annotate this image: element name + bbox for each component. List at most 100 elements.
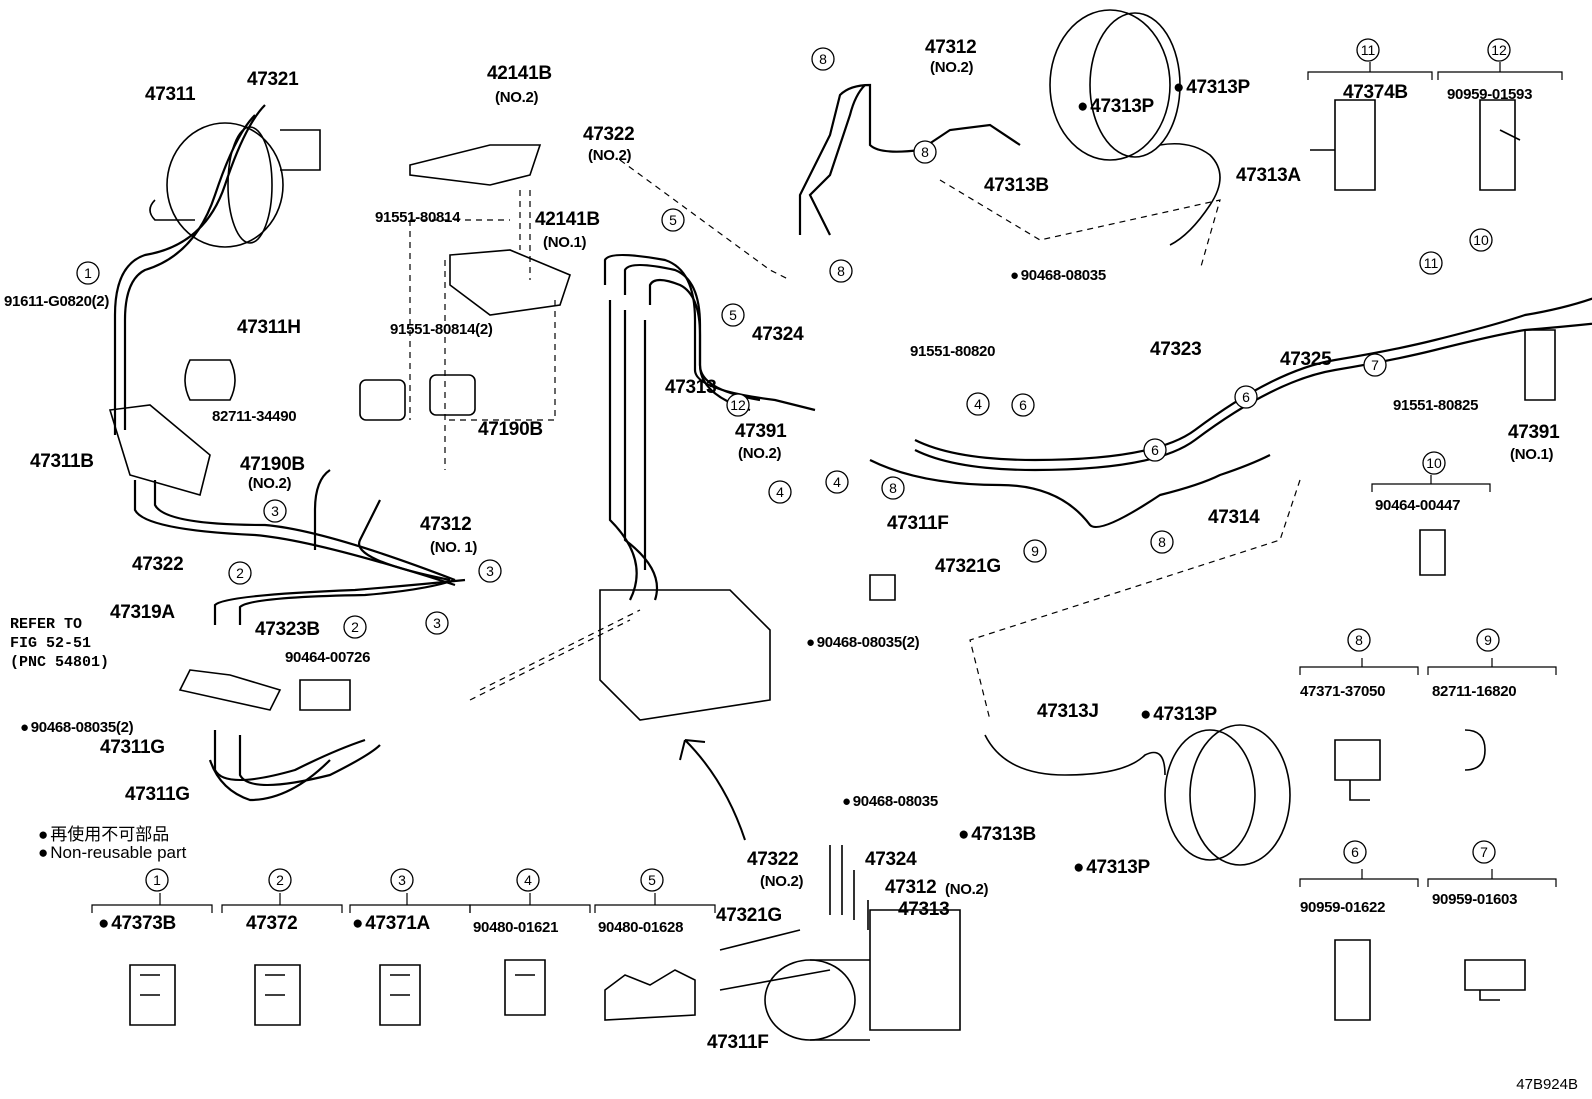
svg-text:8: 8 <box>837 263 845 279</box>
label-47322-bot: 47322 <box>747 849 799 870</box>
svg-text:2: 2 <box>276 872 284 888</box>
svg-text:2: 2 <box>351 619 359 635</box>
label-47322-left: 47322 <box>132 554 184 575</box>
callout-10: 10 <box>1469 228 1493 252</box>
svg-text:8: 8 <box>921 144 929 160</box>
label-47372: 47372 <box>246 913 298 934</box>
callout-8: 8 <box>881 476 905 500</box>
callout-8: 8 <box>811 47 835 71</box>
label-47190b-no2: 47190B <box>240 454 305 475</box>
callout-3: 3 <box>425 611 449 635</box>
label-47312-no1: 47312 <box>420 514 472 535</box>
callout-9: 9 <box>1476 628 1500 652</box>
rear-brake-drum-bottom <box>984 724 1291 866</box>
callout-6: 6 <box>1234 385 1258 409</box>
label-47313: 47313 <box>665 377 717 398</box>
label-82711-34490: 82711-34490 <box>212 408 297 425</box>
svg-text:8: 8 <box>1158 534 1166 550</box>
label-90959-01622: 90959-01622 <box>1300 899 1386 916</box>
label-90468-08035-top: 90468-08035 <box>1010 266 1106 286</box>
callout-3: 3 <box>390 868 414 892</box>
svg-text:8: 8 <box>889 480 897 496</box>
label-91611-g0820: 91611-G0820(2) <box>4 293 110 310</box>
label-47322-no2: 47322 <box>583 124 635 145</box>
label-90468-08035-bot: 90468-08035 <box>842 792 938 812</box>
svg-text:7: 7 <box>1480 844 1488 860</box>
label-90480-01621: 90480-01621 <box>473 919 559 936</box>
label-42141b-no2: 42141B <box>487 63 552 84</box>
label-47313j: 47313J <box>1037 701 1099 722</box>
reference-note: REFER TO FIG 52-51 (PNC 54801) <box>10 616 110 671</box>
label-47312-no1-sub: (NO. 1) <box>430 539 478 556</box>
svg-text:3: 3 <box>433 615 441 631</box>
label-47325: 47325 <box>1280 349 1332 370</box>
group-brackets <box>91 62 1563 913</box>
label-47313b-top: 47313B <box>984 175 1049 196</box>
label-90959-01593: 90959-01593 <box>1447 86 1533 103</box>
label-47311h: 47311H <box>237 317 301 338</box>
label-47313p-a: 47313P <box>1077 97 1154 117</box>
svg-text:4: 4 <box>776 484 784 500</box>
label-47312-no2-sub: (NO.2) <box>930 59 974 76</box>
label-42141b-no1-sub: (NO.1) <box>543 234 587 251</box>
svg-text:1: 1 <box>84 265 92 281</box>
svg-text:1: 1 <box>153 872 161 888</box>
label-47371-37050: 47371-37050 <box>1300 683 1386 700</box>
svg-text:2: 2 <box>236 565 244 581</box>
label-47391-no1-sub: (NO.1) <box>1510 446 1554 463</box>
left-brake-lines <box>113 104 466 625</box>
callout-5: 5 <box>721 303 745 327</box>
rear-brake-drum-top <box>1049 9 1221 246</box>
svg-text:10: 10 <box>1473 232 1489 248</box>
svg-text:7: 7 <box>1371 357 1379 373</box>
svg-text:6: 6 <box>1242 389 1250 405</box>
label-47374b: 47374B <box>1343 82 1408 103</box>
label-47313-bot: 47313 <box>898 899 950 920</box>
callout-8: 8 <box>829 259 853 283</box>
svg-text:5: 5 <box>729 307 737 323</box>
svg-text:11: 11 <box>1424 255 1439 271</box>
svg-text:6: 6 <box>1019 397 1027 413</box>
svg-text:8: 8 <box>819 51 827 67</box>
callout-12: 12 <box>726 393 750 417</box>
svg-text:6: 6 <box>1151 442 1159 458</box>
bracket-refer <box>178 669 282 711</box>
label-47311: 47311 <box>145 84 196 105</box>
label-47311f-bot: 47311F <box>707 1032 769 1053</box>
callout-8: 8 <box>1347 628 1371 652</box>
label-47311g-a: 47311G <box>100 737 165 758</box>
callout-8: 8 <box>913 140 937 164</box>
label-90468-08035-2-left: 90468-08035(2) <box>20 718 134 738</box>
label-90959-01603: 90959-01603 <box>1432 891 1518 908</box>
callout-11: 11 <box>1356 38 1380 62</box>
label-90464-00726: 90464-00726 <box>285 649 371 666</box>
callout-9: 9 <box>1023 539 1047 563</box>
label-47311f-mid: 47311F <box>887 513 949 534</box>
callout-11: 11 <box>1419 251 1443 275</box>
label-47322-bot-sub: (NO.2) <box>760 873 804 890</box>
callout-10: 10 <box>1422 451 1446 475</box>
label-91551-80814-2: 91551-80814(2) <box>390 321 493 338</box>
svg-text:9: 9 <box>1484 632 1492 648</box>
label-42141b-no2-sub: (NO.2) <box>495 89 539 106</box>
svg-text:3: 3 <box>271 503 279 519</box>
callout-4: 4 <box>768 480 792 504</box>
svg-text:3: 3 <box>486 563 494 579</box>
flex-hoses-47311g <box>208 730 381 802</box>
label-47312-bot: 47312 <box>885 877 937 898</box>
label-47313b-bot: 47313B <box>958 825 1036 845</box>
label-47190b: 47190B <box>478 419 543 440</box>
label-47313p-b: 47313P <box>1173 78 1250 98</box>
callout-6: 6 <box>1143 438 1167 462</box>
label-90468-08035-2-mid: 90468-08035(2) <box>806 633 920 653</box>
label-47324-bot: 47324 <box>865 849 917 870</box>
callout-4: 4 <box>825 470 849 494</box>
callout-4: 4 <box>516 868 540 892</box>
label-47321g-mid: 47321G <box>935 556 1001 577</box>
legend-japanese: 再使用不可部品 <box>38 820 169 845</box>
callout-3: 3 <box>263 499 287 523</box>
svg-text:9: 9 <box>1031 543 1039 559</box>
label-47311b: 47311B <box>30 451 94 472</box>
callout-1: 1 <box>76 261 100 285</box>
